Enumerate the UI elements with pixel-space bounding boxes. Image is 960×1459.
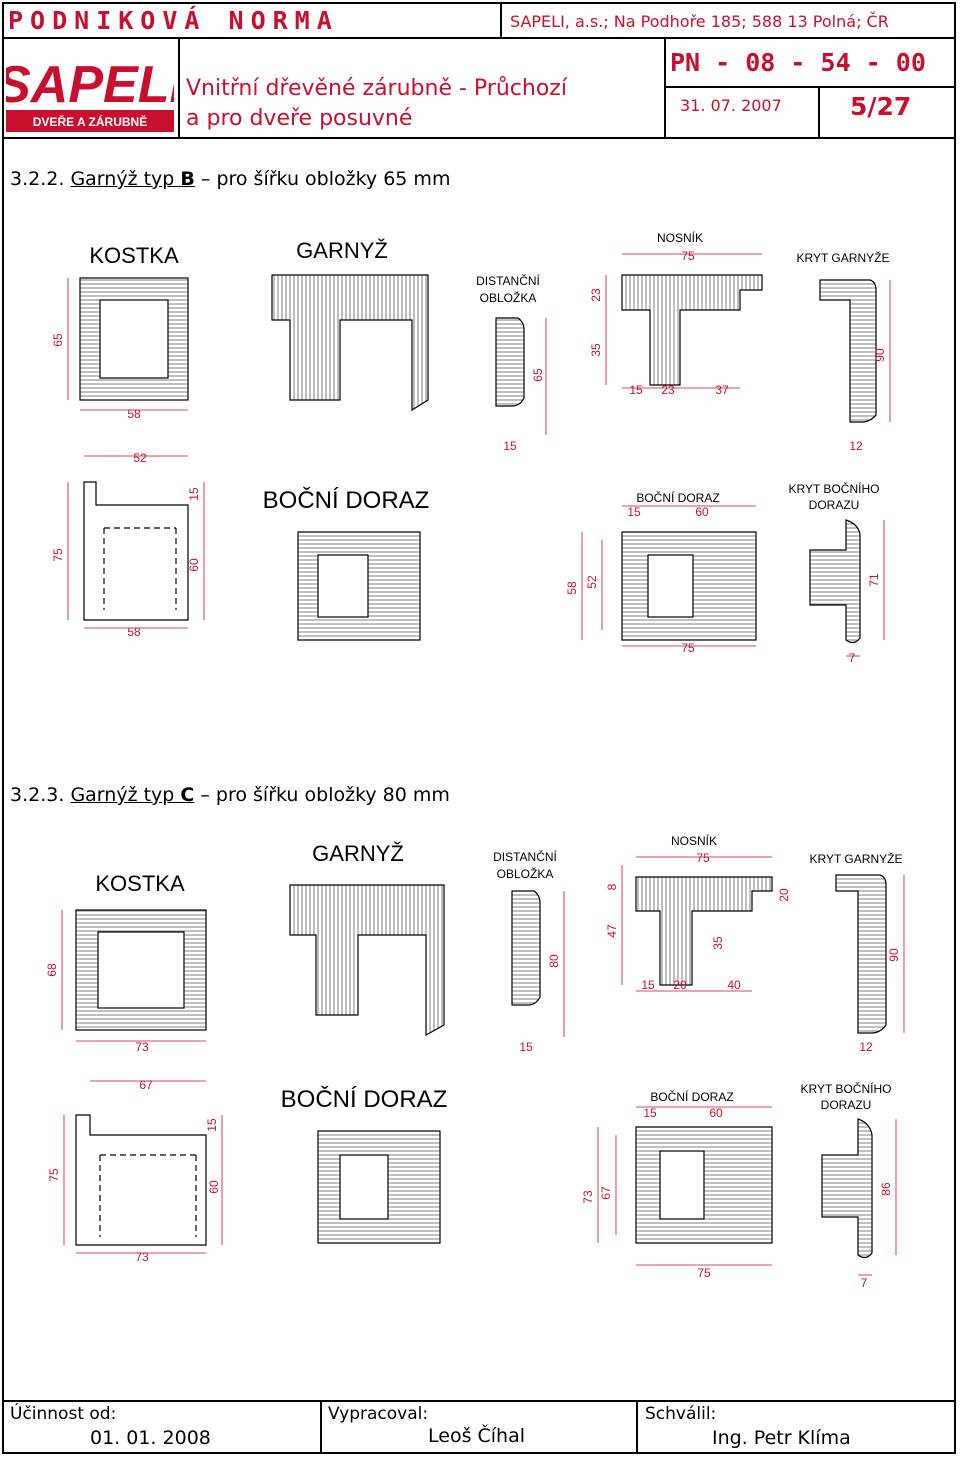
svg-text:15: 15 — [641, 978, 655, 992]
svg-text:58: 58 — [127, 407, 141, 421]
kostka-label-b: KOSTKA — [89, 243, 179, 268]
svg-text:15: 15 — [519, 1040, 533, 1054]
svg-text:7: 7 — [861, 1276, 868, 1290]
svg-text:BOČNÍ DORAZ: BOČNÍ DORAZ — [650, 1089, 733, 1104]
svg-text:52: 52 — [585, 575, 599, 589]
svg-text:68: 68 — [45, 963, 59, 977]
svg-text:60: 60 — [187, 558, 201, 572]
svg-text:73: 73 — [135, 1250, 149, 1264]
svg-text:15: 15 — [643, 1106, 657, 1120]
svg-text:35: 35 — [589, 343, 603, 357]
svg-text:37: 37 — [715, 383, 729, 397]
svg-text:73: 73 — [581, 1190, 595, 1204]
svg-text:15: 15 — [629, 383, 643, 397]
logo-tagline: DVEŘE A ZÁRUBNĚ — [33, 114, 147, 129]
vypracoval-label: Vypracoval: — [328, 1404, 429, 1424]
svg-text:60: 60 — [709, 1106, 723, 1120]
svg-text:12: 12 — [849, 439, 863, 453]
svg-text:60: 60 — [207, 1180, 221, 1194]
sapeli-logo: DVEŘE A ZÁRUBNĚ SAPELI — [0, 40, 185, 133]
svg-text:75: 75 — [681, 641, 695, 655]
svg-text:23: 23 — [661, 383, 675, 397]
norma-title: PODNIKOVÁ NORMA — [8, 6, 339, 35]
svg-text:86: 86 — [879, 1182, 893, 1196]
svg-text:20: 20 — [673, 978, 687, 992]
ucinnost-label: Účinnost od: — [10, 1404, 117, 1424]
svg-text:47: 47 — [605, 924, 619, 938]
bocni-doraz-label-b: BOČNÍ DORAZ — [263, 486, 430, 514]
ucinnost-value: 01. 01. 2008 — [90, 1427, 211, 1449]
svg-text:NOSNÍK: NOSNÍK — [671, 833, 717, 848]
svg-text:20: 20 — [777, 888, 791, 902]
doc-title-line2: a pro dveře posuvné — [186, 106, 413, 131]
svg-text:KRYT GARNYŽE: KRYT GARNYŽE — [797, 250, 890, 265]
company-address: SAPELI, a.s.; Na Podhoře 185; 588 13 Pol… — [510, 12, 889, 31]
svg-text:75: 75 — [681, 249, 695, 263]
svg-text:DISTANČNÍ: DISTANČNÍ — [476, 273, 540, 288]
svg-text:KRYT BOČNÍHO: KRYT BOČNÍHO — [789, 481, 880, 496]
svg-text:75: 75 — [697, 1266, 711, 1280]
svg-text:KRYT GARNYŽE: KRYT GARNYŽE — [810, 851, 903, 866]
svg-text:35: 35 — [711, 936, 725, 950]
svg-text:7: 7 — [849, 651, 856, 665]
pn-number: PN - 08 - 54 - 00 — [670, 48, 926, 77]
svg-text:75: 75 — [696, 851, 710, 865]
schvalil-value: Ing. Petr Klíma — [712, 1427, 851, 1449]
kostka-label-c: KOSTKA — [95, 871, 185, 896]
svg-text:65: 65 — [531, 368, 545, 382]
svg-text:12: 12 — [859, 1040, 873, 1054]
bocni-doraz-label-c: BOČNÍ DORAZ — [281, 1085, 448, 1113]
svg-text:BOČNÍ DORAZ: BOČNÍ DORAZ — [636, 490, 719, 505]
svg-text:52: 52 — [133, 451, 147, 465]
svg-text:90: 90 — [887, 948, 901, 962]
svg-text:8: 8 — [605, 883, 619, 890]
page-number: 5/27 — [850, 92, 912, 121]
section-b-heading: 3.2.2. Garnýž typ B – pro šířku obložky … — [10, 168, 451, 190]
svg-text:40: 40 — [727, 978, 741, 992]
logo-text: SAPELI — [6, 56, 174, 114]
svg-text:58: 58 — [127, 625, 141, 639]
svg-text:15: 15 — [205, 1118, 219, 1132]
section-c-heading: 3.2.3. Garnýž typ C – pro šířku obložky … — [10, 784, 450, 806]
svg-text:90: 90 — [873, 348, 887, 362]
garnyz-label-b: GARNYŽ — [296, 238, 388, 263]
svg-text:15: 15 — [187, 487, 201, 501]
svg-text:67: 67 — [599, 1186, 613, 1200]
garnyz-label-c: GARNYŽ — [312, 841, 404, 866]
svg-text:OBLOŽKA: OBLOŽKA — [497, 866, 554, 881]
svg-text:DORAZU: DORAZU — [809, 498, 860, 512]
svg-text:67: 67 — [139, 1078, 153, 1092]
svg-text:80: 80 — [547, 954, 561, 968]
svg-text:23: 23 — [589, 288, 603, 302]
svg-text:71: 71 — [867, 573, 881, 587]
svg-text:60: 60 — [695, 505, 709, 519]
svg-text:KRYT BOČNÍHO: KRYT BOČNÍHO — [801, 1081, 892, 1096]
svg-text:73: 73 — [135, 1040, 149, 1054]
doc-title-line1: Vnitřní dřevěné zárubně - Průchozí — [186, 76, 567, 101]
svg-text:OBLOŽKA: OBLOŽKA — [480, 290, 537, 305]
svg-text:75: 75 — [47, 1168, 61, 1182]
svg-text:58: 58 — [565, 581, 579, 595]
section-c-drawing: KOSTKA GARNYŽ DISTANČNÍ OBLOŽKA NOSNÍK K… — [45, 833, 905, 1290]
svg-text:15: 15 — [627, 505, 641, 519]
doc-date: 31. 07. 2007 — [680, 96, 782, 115]
svg-text:75: 75 — [51, 548, 65, 562]
svg-text:NOSNÍK: NOSNÍK — [657, 230, 703, 245]
svg-text:65: 65 — [51, 333, 65, 347]
schvalil-label: Schválil: — [645, 1404, 717, 1424]
svg-text:DISTANČNÍ: DISTANČNÍ — [493, 849, 557, 864]
svg-text:DORAZU: DORAZU — [821, 1098, 872, 1112]
section-b-drawing: KOSTKA GARNYŽ DISTANČNÍ OBLOŽKA NOSNÍK K… — [51, 230, 891, 665]
svg-text:15: 15 — [503, 439, 517, 453]
vypracoval-value: Leoš Číhal — [428, 1425, 526, 1447]
